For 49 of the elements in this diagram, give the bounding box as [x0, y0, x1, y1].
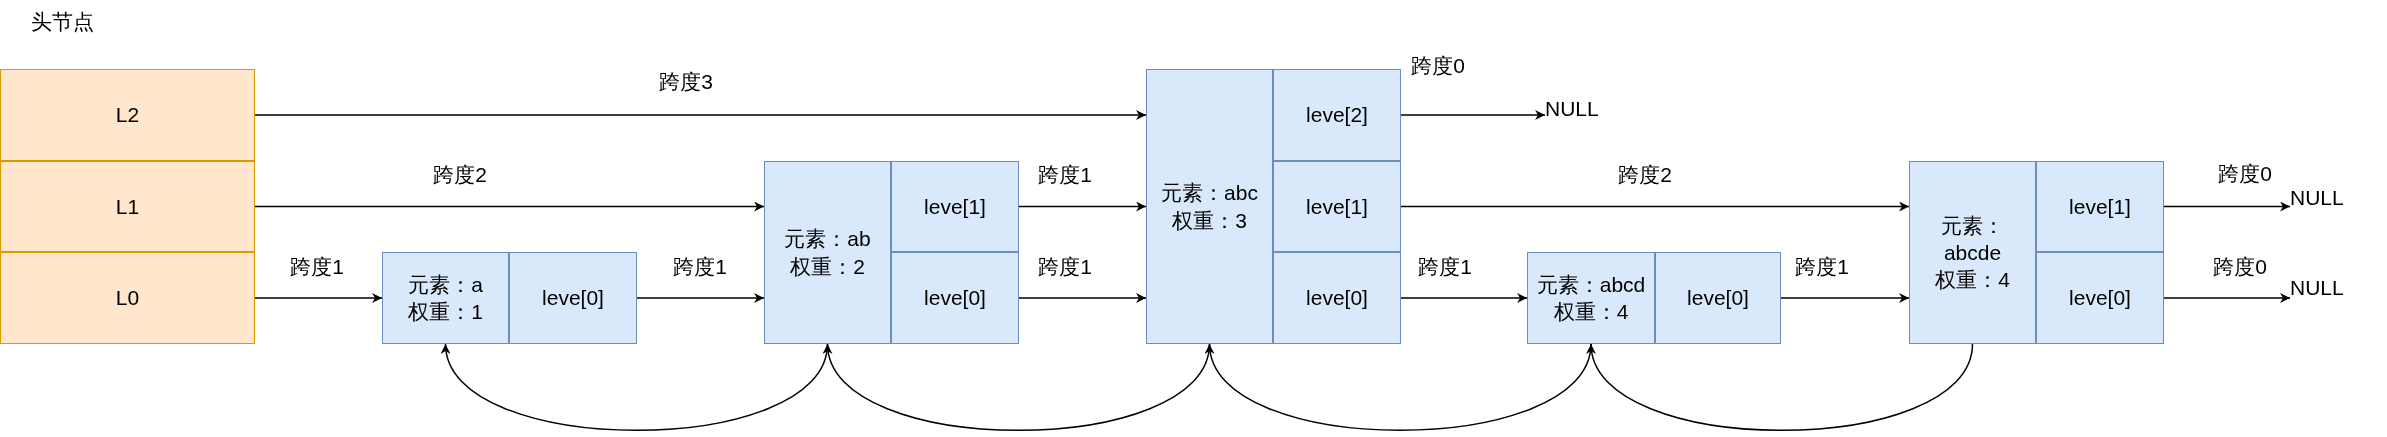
edge-label: 跨度1	[290, 254, 344, 280]
arrow	[1207, 343, 1592, 431]
arrow	[636, 293, 765, 303]
arrow	[1400, 110, 1546, 120]
edge-label: 跨度1	[1418, 254, 1472, 280]
element-cell: 元素：ab 权重：2	[764, 161, 891, 344]
edge-label: 跨度0	[2218, 161, 2272, 187]
edge-label: 跨度3	[659, 69, 713, 95]
list-cell: leve[1]	[891, 161, 1019, 252]
element-cell: 元素：abcd 权重：4	[1527, 252, 1655, 344]
null-text: NULL	[1545, 95, 1635, 123]
list-cell: leve[1]	[2036, 161, 2164, 252]
arrow	[825, 343, 1211, 431]
arrow	[443, 343, 829, 431]
arrow	[1780, 293, 1910, 303]
arrow	[254, 110, 1147, 120]
list-cell: leve[0]	[1655, 252, 1781, 344]
arrow	[254, 293, 383, 303]
arrow	[2163, 201, 2291, 212]
list-cell: leve[0]	[509, 252, 637, 344]
element-cell: 元素：a 权重：1	[382, 252, 509, 344]
list-cell: leve[1]	[1273, 161, 1401, 252]
null-text: NULL	[2290, 274, 2380, 302]
level-cell: L1	[0, 161, 255, 252]
arrow	[1018, 293, 1147, 303]
edge-label: 跨度1	[1038, 162, 1092, 188]
null-text: NULL	[2290, 184, 2380, 212]
arrow	[1400, 201, 1910, 212]
list-cell: leve[0]	[891, 252, 1019, 344]
edge-label: 跨度1	[1795, 254, 1849, 280]
header-label: 头节点	[30, 9, 94, 35]
arrow	[1588, 343, 1974, 431]
level-cell: L2	[0, 69, 255, 161]
arrow	[254, 201, 765, 212]
element-cell: 元素：abcde 权重：4	[1909, 161, 2036, 344]
list-cell: leve[2]	[1273, 69, 1401, 161]
arrow	[1400, 293, 1528, 303]
edge-label: 跨度2	[1618, 162, 1672, 188]
arrow	[2163, 293, 2291, 303]
element-cell: 元素：abc 权重：3	[1146, 69, 1273, 344]
edge-label: 跨度1	[1038, 254, 1092, 280]
edge-label: 跨度1	[673, 254, 727, 280]
level-cell: L0	[0, 252, 255, 344]
edge-label: 跨度0	[2213, 254, 2267, 280]
arrow	[1018, 201, 1147, 212]
list-cell: leve[0]	[1273, 252, 1401, 344]
edge-label: 跨度0	[1411, 53, 1465, 79]
edge-label: 跨度2	[433, 162, 487, 188]
list-cell: leve[0]	[2036, 252, 2164, 344]
